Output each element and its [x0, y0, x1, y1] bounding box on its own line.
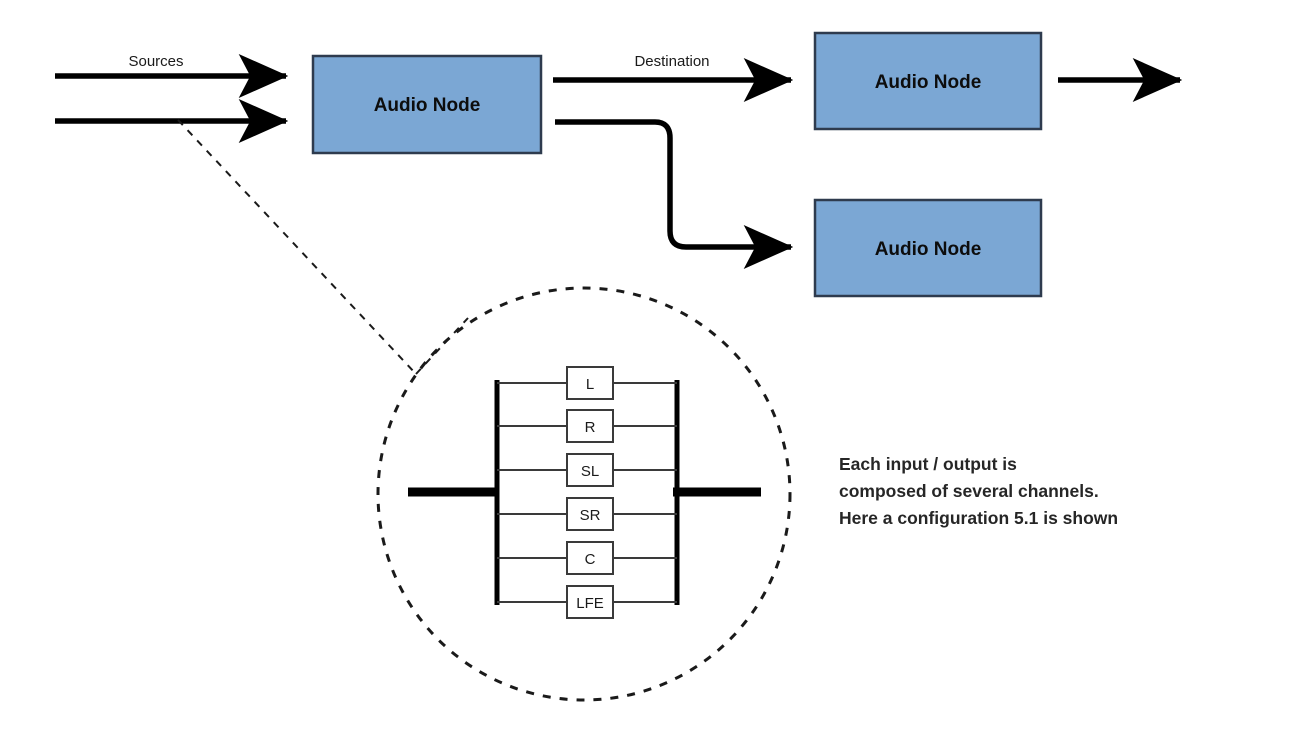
callout-circle	[376, 286, 792, 702]
sources-label: Sources	[128, 53, 183, 70]
channel-label-lfe: LFE	[576, 595, 604, 612]
destination-label: Destination	[634, 53, 709, 70]
channel-row-c: C	[497, 541, 677, 575]
audio-node-left[interactable]: Audio Node	[311, 54, 543, 155]
channel-label-r: R	[585, 419, 596, 436]
channel-row-sr: SR	[497, 497, 677, 531]
branch-connector-arrow	[555, 119, 794, 269]
channel-box-l[interactable]	[566, 366, 614, 400]
note-line-3: Here a configuration 5.1 is shown	[839, 508, 1118, 528]
channel-row-r: R	[497, 409, 677, 443]
explanatory-note: Each input / output is composed of sever…	[839, 454, 1118, 528]
channel-box-lfe[interactable]	[566, 585, 614, 619]
audio-node-left-label: Audio Node	[374, 95, 481, 116]
channel-label-sl: SL	[581, 463, 599, 480]
channel-box-sr[interactable]	[566, 497, 614, 531]
channel-label-l: L	[586, 376, 594, 393]
channel-box-r[interactable]	[566, 409, 614, 443]
audio-node-right-bottom-label: Audio Node	[875, 239, 982, 260]
source-arrows-group: Sources	[55, 53, 289, 143]
audio-node-left-box[interactable]	[311, 54, 543, 155]
channel-label-c: C	[585, 551, 596, 568]
note-line-1: Each input / output is	[839, 454, 1017, 474]
note-line-2: composed of several channels.	[839, 481, 1099, 501]
audio-node-right-top-box[interactable]	[813, 31, 1043, 131]
channel-row-l: L	[497, 366, 677, 400]
audio-node-right-top[interactable]: Audio Node	[813, 31, 1043, 131]
channel-bus-bars	[408, 380, 761, 605]
channel-box-c[interactable]	[566, 541, 614, 575]
audio-node-right-bottom-box[interactable]	[813, 198, 1043, 298]
audio-node-right-bottom[interactable]: Audio Node	[813, 198, 1043, 298]
audio-node-right-top-label: Audio Node	[875, 72, 982, 93]
channel-row-lfe: LFE	[497, 585, 677, 619]
channel-box-sl[interactable]	[566, 453, 614, 487]
channel-rows: L R SL SR	[497, 366, 677, 619]
channel-label-sr: SR	[580, 507, 601, 524]
callout-leader-lines	[177, 119, 469, 375]
channel-row-sl: SL	[497, 453, 677, 487]
callout-leader-upper	[177, 119, 417, 375]
destination-arrow-group: Destination	[553, 53, 794, 102]
